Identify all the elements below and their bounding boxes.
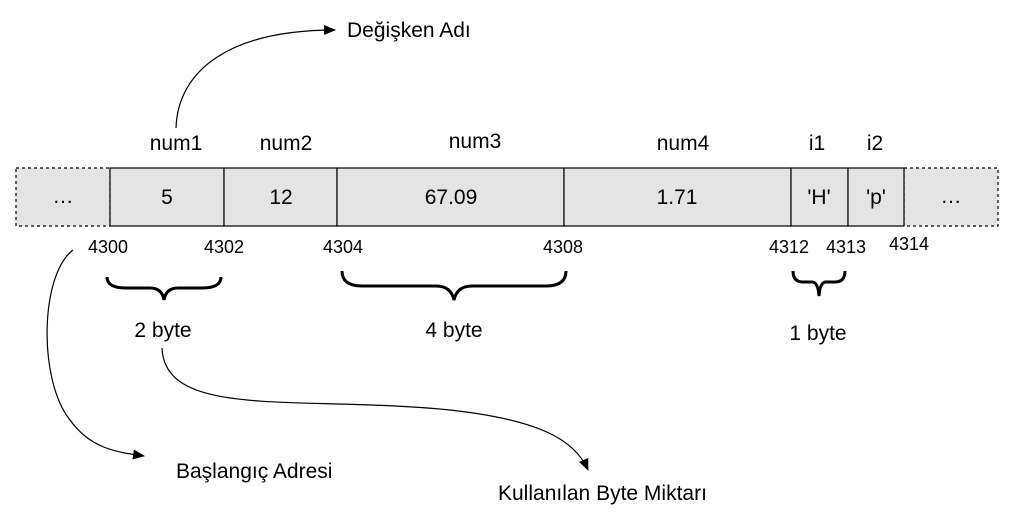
memory-cell-num1: [109, 167, 225, 227]
brace-4-byte: [340, 270, 568, 301]
address-4313: 4313: [825, 237, 867, 257]
address-4304: 4304: [322, 237, 364, 257]
value-i2: 'p': [866, 186, 886, 209]
memory-cell-num3: [336, 167, 565, 227]
var-name-num1: num1: [149, 132, 203, 155]
var-name-i2: i2: [866, 132, 884, 155]
var-name-num2: num2: [259, 132, 313, 155]
brace-1-byte: [791, 270, 847, 297]
size-2-byte: 2 byte: [134, 319, 192, 342]
left-ellipsis: …: [52, 185, 74, 208]
start-address-label: Başlangıç Adresi: [176, 460, 333, 483]
right-ellipsis-cell: [903, 167, 999, 227]
var-name-num4: num4: [656, 132, 710, 155]
value-num3: 67.09: [424, 186, 478, 209]
size-1-byte: 1 byte: [789, 322, 847, 345]
address-4308: 4308: [542, 237, 584, 257]
memory-cell-i2: [847, 167, 905, 227]
byte-count-arrow: [161, 347, 589, 471]
value-num2: 12: [269, 186, 293, 209]
var-name-num3: num3: [448, 130, 502, 153]
value-num1: 5: [161, 186, 173, 209]
start-address-arrow: [46, 249, 145, 460]
value-i1: 'H': [807, 186, 831, 209]
address-4300: 4300: [87, 237, 129, 257]
brace-2-byte: [105, 276, 223, 301]
memory-cell-i1: [790, 167, 849, 227]
memory-cell-num2: [223, 167, 338, 227]
byte-count-label: Kullanılan Byte Miktarı: [498, 482, 707, 505]
address-4312: 4312: [768, 237, 810, 257]
var-name-i1: i1: [808, 132, 826, 155]
size-4-byte: 4 byte: [425, 319, 483, 342]
address-4314: 4314: [888, 234, 930, 254]
right-ellipsis: …: [940, 185, 962, 208]
variable-name-label: Değişken Adı: [347, 19, 471, 42]
memory-cell-num4: [563, 167, 792, 227]
variable-name-arrow: [175, 25, 336, 129]
value-num4: 1.71: [656, 186, 698, 209]
address-4302: 4302: [203, 237, 245, 257]
